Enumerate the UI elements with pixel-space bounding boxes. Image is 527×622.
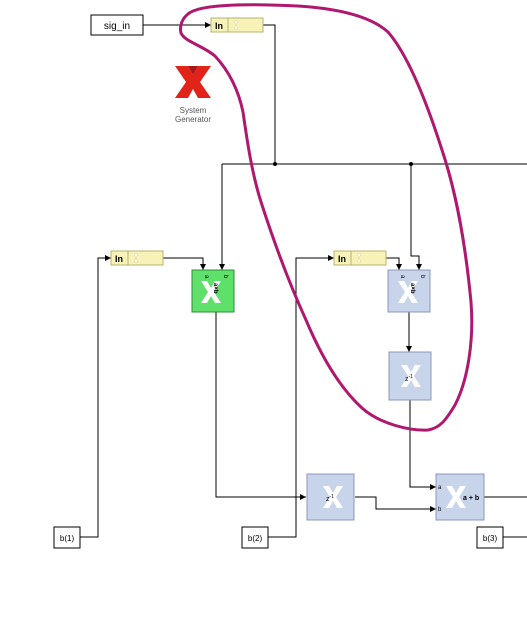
gateway-in-label: In — [115, 254, 123, 264]
logo-text-line2: Generator — [175, 115, 211, 124]
delay-block-2[interactable]: z-1 — [306, 473, 355, 521]
mult-port-out: a×b — [409, 283, 415, 294]
block-b3-label: b(3) — [483, 534, 498, 543]
mult-port-out: a×b — [212, 283, 218, 294]
adder-label: a + b — [463, 495, 479, 502]
xilinx-small-icon — [356, 253, 362, 263]
wires — [80, 22, 527, 538]
delay-block-1[interactable]: z-1 — [388, 351, 432, 401]
xilinx-small-icon — [233, 20, 239, 30]
gateway-in-label: In — [338, 254, 346, 264]
block-b2-label: b(2) — [248, 534, 263, 543]
junction-dot — [273, 162, 277, 166]
wire-delay1-to-adder-a — [409, 400, 436, 490]
adder-port-b: b — [438, 507, 442, 513]
junction-dot — [409, 162, 413, 166]
block-b1[interactable]: b(1) — [53, 526, 81, 549]
xilinx-small-icon — [133, 253, 139, 263]
mult-port-b: b — [222, 275, 228, 279]
mult-port-a: a — [399, 275, 405, 279]
wire-gateway2-to-mult2-a — [386, 257, 402, 270]
xilinx-logo-icon — [175, 66, 211, 98]
multiplier-block-2[interactable]: a b a×b — [387, 269, 431, 313]
wire-junctions — [273, 162, 413, 166]
gateway-in-label: In — [215, 21, 223, 31]
gateway-in-block-left[interactable]: In — [110, 250, 164, 266]
multiplier-block-1[interactable]: a b a×b — [191, 269, 235, 313]
delay-z-label: z-1 — [326, 494, 334, 503]
adder-block[interactable]: a b a + b — [435, 473, 485, 521]
block-sig-in[interactable]: sig_in — [90, 14, 144, 36]
wire-b1-to-gateway — [80, 255, 111, 538]
gateway-in-block-mid[interactable]: In — [333, 250, 387, 266]
system-generator-logo[interactable]: System Generator — [175, 66, 211, 124]
wire-gateway-out — [263, 24, 276, 164]
wire-delay2-to-adder-b — [355, 496, 436, 512]
wire-mult1-to-delay2 — [215, 312, 306, 500]
logo-text-line1: System — [180, 106, 207, 115]
gateway-in-block-top[interactable]: In — [210, 17, 264, 33]
delay-z-label: z-1 — [405, 374, 413, 383]
wire-b2-to-gateway — [268, 255, 334, 538]
block-b3[interactable]: b(3) — [476, 526, 504, 549]
mult-port-b: b — [419, 275, 425, 279]
mult-port-a: a — [203, 275, 209, 279]
annotation-loop — [179, 3, 474, 432]
adder-port-a: a — [438, 485, 442, 491]
wire-gateway1-to-mult1-a — [163, 257, 206, 270]
block-sig-in-label: sig_in — [104, 21, 130, 32]
block-b2[interactable]: b(2) — [241, 526, 269, 549]
wire-bus-to-mult2-b — [410, 164, 422, 270]
block-b1-label: b(1) — [60, 534, 75, 543]
